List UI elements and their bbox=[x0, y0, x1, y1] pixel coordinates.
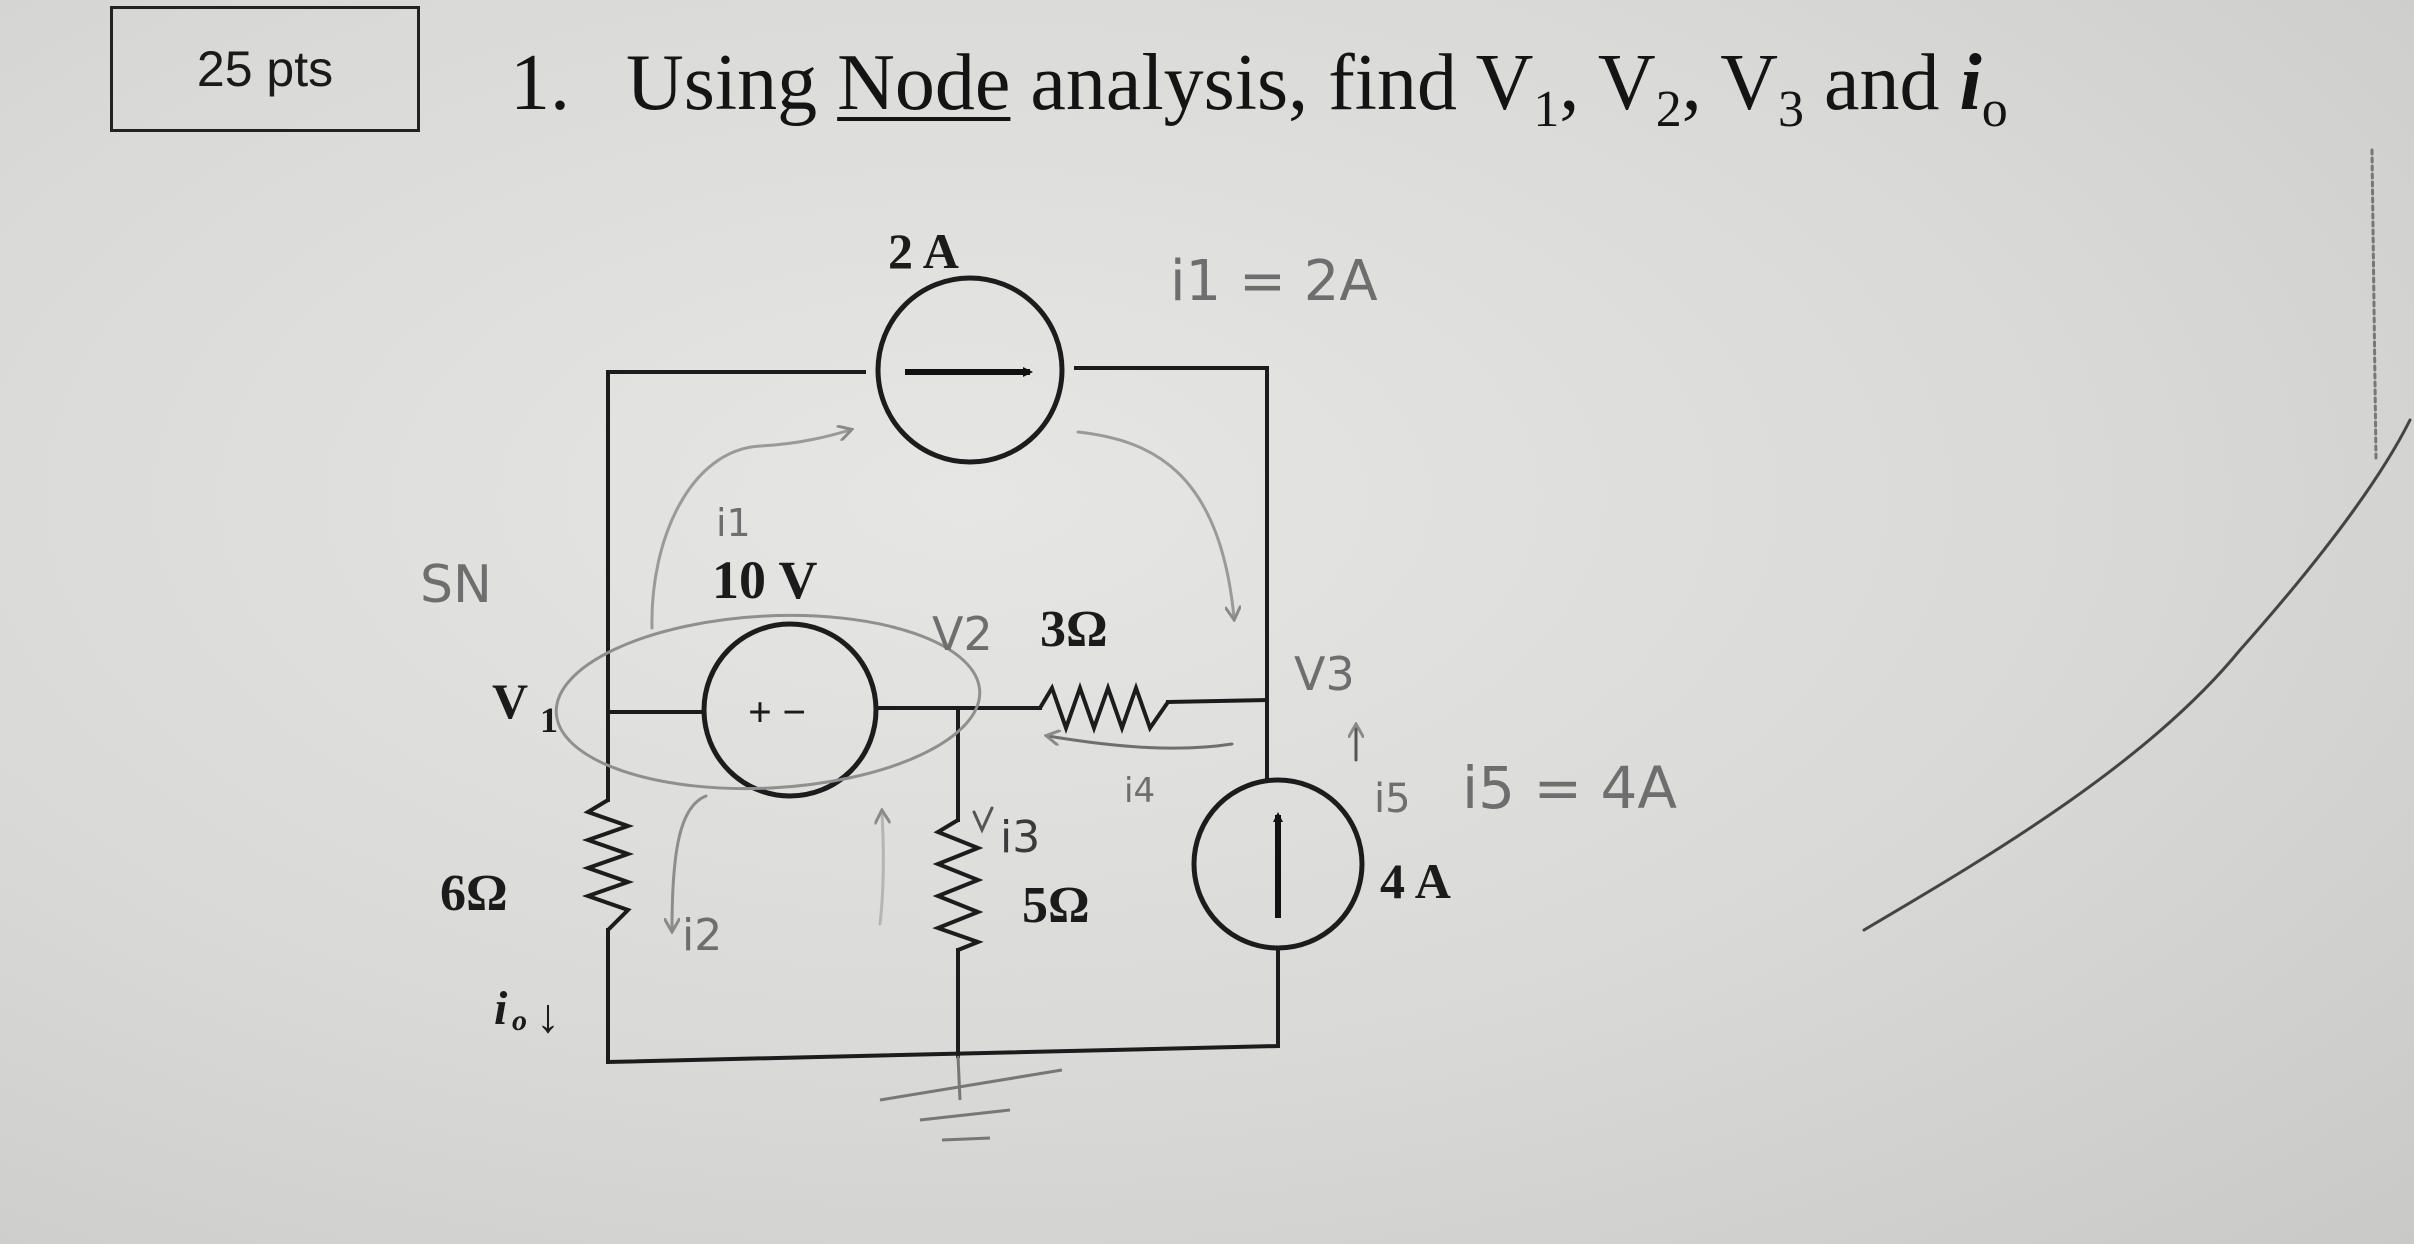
label-v1-sub: 1 bbox=[540, 700, 558, 740]
question-text: 1.Using Node analysis, find V1, V2, V3 a… bbox=[510, 38, 2008, 139]
label-v1: V bbox=[492, 673, 528, 729]
label-5ohm: 5Ω bbox=[1022, 877, 1090, 934]
label-io-arrow: ↓ bbox=[536, 990, 560, 1043]
supernode-loop bbox=[554, 613, 982, 791]
i4-arrow bbox=[1048, 736, 1234, 750]
points-box: 25 pts bbox=[110, 6, 420, 132]
question-part-using: Using bbox=[626, 39, 838, 127]
wire-3ohm-to-v3 bbox=[1165, 697, 1270, 705]
ground-icon bbox=[879, 1055, 1063, 1142]
question-part-v2: , V bbox=[1559, 39, 1656, 127]
label-3ohm: 3Ω bbox=[1040, 601, 1108, 658]
question-part-and: and bbox=[1804, 39, 1960, 127]
wire-bottom bbox=[605, 1043, 1281, 1065]
resistor-5ohm bbox=[932, 818, 984, 952]
label-io-sub: o bbox=[512, 1004, 527, 1037]
label-10v: 10 V bbox=[712, 550, 818, 610]
hand-i1-eq: i1 = 2A bbox=[1170, 249, 1378, 314]
points-label: 25 pts bbox=[196, 41, 334, 97]
label-6ohm: 6Ω bbox=[440, 865, 508, 922]
question-sub-2: 2 bbox=[1655, 81, 1682, 138]
wire-top-right bbox=[1074, 366, 1269, 780]
resistor-6ohm bbox=[581, 798, 635, 932]
question-sub-o: o bbox=[1981, 81, 2008, 138]
voltage-source-10v bbox=[701, 621, 879, 799]
current-source-2a bbox=[875, 275, 1065, 465]
question-part-v3: , V bbox=[1681, 39, 1779, 127]
current-source-4a bbox=[1191, 777, 1365, 951]
label-io: i bbox=[494, 982, 508, 1035]
hand-i4-label: i4 bbox=[1124, 771, 1155, 811]
pencil-annotations bbox=[554, 148, 2412, 932]
i3-arrow bbox=[972, 806, 994, 834]
question-number: 1. bbox=[510, 39, 570, 127]
hand-i3-label: i3 bbox=[1000, 812, 1040, 863]
hand-i5-label: i5 bbox=[1374, 776, 1411, 822]
label-polarity: + − bbox=[748, 690, 806, 736]
hand-v3: V3 bbox=[1294, 647, 1355, 701]
margin-diagonal-line bbox=[1862, 418, 2412, 932]
i1-path-left bbox=[650, 430, 850, 630]
hand-i1-label: i1 bbox=[716, 501, 751, 545]
hand-i5-eq: i5 = 4A bbox=[1462, 754, 1677, 822]
question-part-i: i bbox=[1959, 39, 1982, 127]
hand-i2-label: i2 bbox=[682, 910, 722, 961]
i1-path-right bbox=[1076, 430, 1234, 618]
question-sub-3: 3 bbox=[1778, 81, 1805, 138]
question-part-node: Node bbox=[837, 39, 1011, 127]
i2-arrow bbox=[672, 794, 708, 930]
question-part-analysis: analysis, find V bbox=[1010, 39, 1534, 127]
hand-sn: SN bbox=[420, 555, 492, 615]
label-2a: 2 A bbox=[888, 223, 959, 279]
paper-right-edge bbox=[2370, 148, 2378, 462]
label-4a: 4 A bbox=[1380, 853, 1451, 909]
hand-v2: V2 bbox=[932, 607, 993, 661]
question-sub-1: 1 bbox=[1533, 81, 1560, 138]
i5-path bbox=[880, 812, 883, 926]
resistor-3ohm bbox=[1038, 681, 1170, 735]
